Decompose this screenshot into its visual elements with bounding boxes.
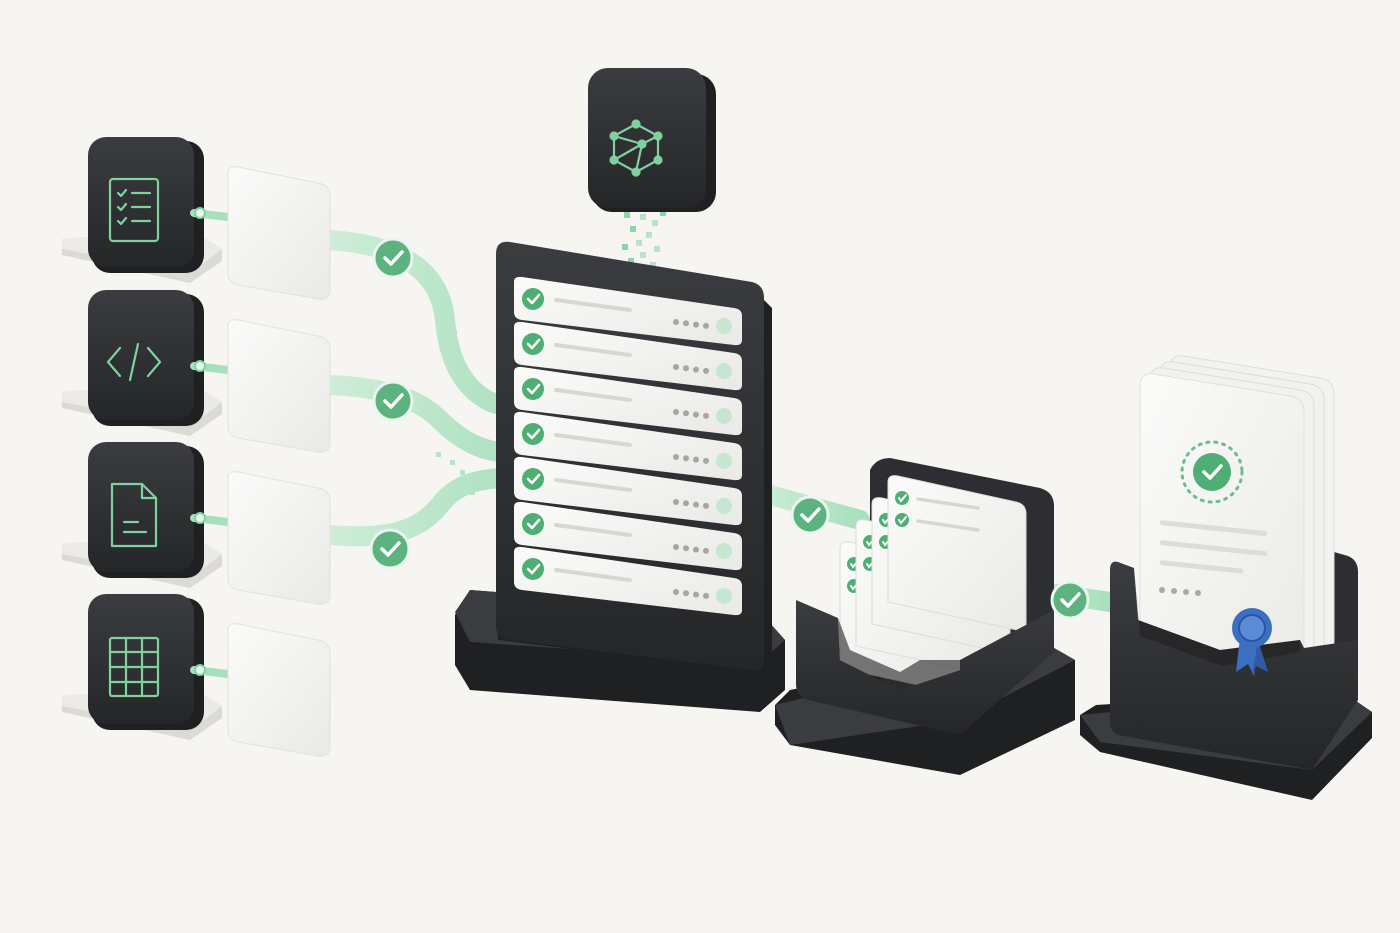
model-cube xyxy=(588,68,716,212)
data-particle xyxy=(622,244,628,250)
validator-row xyxy=(514,321,742,391)
data-particle xyxy=(640,252,646,258)
data-particle xyxy=(636,240,642,246)
source-blocks xyxy=(62,137,331,757)
check-icon xyxy=(522,513,544,535)
data-particle xyxy=(630,226,636,232)
data-particle xyxy=(436,452,441,457)
connector-check-tray-certificate xyxy=(1050,580,1090,620)
source-block-2 xyxy=(62,290,331,453)
data-particle xyxy=(460,470,465,475)
checklist-icon xyxy=(108,177,160,243)
validator-row xyxy=(514,456,742,526)
validator-row xyxy=(514,276,742,346)
source-card xyxy=(227,166,331,300)
connector-check-validator-tray xyxy=(790,495,830,535)
data-particle xyxy=(470,490,475,495)
connector-checks xyxy=(369,237,414,570)
validator-row xyxy=(514,501,742,571)
connector-band-3 xyxy=(320,468,510,547)
validator-tower xyxy=(455,241,785,712)
source-block-3 xyxy=(62,442,331,605)
table-grid-icon xyxy=(108,636,160,698)
check-icon xyxy=(522,558,544,580)
source-block-1 xyxy=(62,137,331,300)
source-block-4 xyxy=(62,594,331,757)
document-icon xyxy=(110,482,158,548)
validator-row xyxy=(514,546,742,616)
connector-check-3 xyxy=(369,528,411,570)
validator-row xyxy=(514,366,742,436)
check-icon xyxy=(522,333,544,355)
source-card xyxy=(227,319,331,453)
data-particle xyxy=(450,460,455,465)
data-particle xyxy=(652,220,658,226)
review-tray xyxy=(775,458,1075,775)
tray-card xyxy=(887,475,1027,633)
data-particle xyxy=(650,262,656,268)
validator-row xyxy=(514,411,742,481)
data-particle xyxy=(624,212,630,218)
check-icon xyxy=(522,423,544,445)
check-icon xyxy=(522,288,544,310)
connector-check-1 xyxy=(372,237,414,279)
data-particle xyxy=(654,246,660,252)
check-icon xyxy=(895,491,909,505)
check-icon xyxy=(522,468,544,490)
data-particle xyxy=(640,214,646,220)
data-particle xyxy=(452,330,457,335)
check-seal-icon xyxy=(1180,440,1244,504)
data-particle xyxy=(660,210,666,216)
source-card xyxy=(227,623,331,757)
certificate-holder xyxy=(1080,355,1372,800)
connector-check-2 xyxy=(372,380,414,422)
code-brackets-icon xyxy=(106,342,162,382)
data-particle xyxy=(440,300,445,305)
data-particle xyxy=(628,258,634,264)
tray-cards xyxy=(839,475,1027,699)
check-icon xyxy=(895,513,909,527)
check-icon xyxy=(522,378,544,400)
ribbon-badge-icon xyxy=(1232,608,1272,676)
network-cube-icon xyxy=(609,119,663,177)
source-card xyxy=(227,471,331,605)
validator-rows xyxy=(514,276,742,616)
connector-band-2 xyxy=(320,375,510,462)
data-particle xyxy=(646,232,652,238)
